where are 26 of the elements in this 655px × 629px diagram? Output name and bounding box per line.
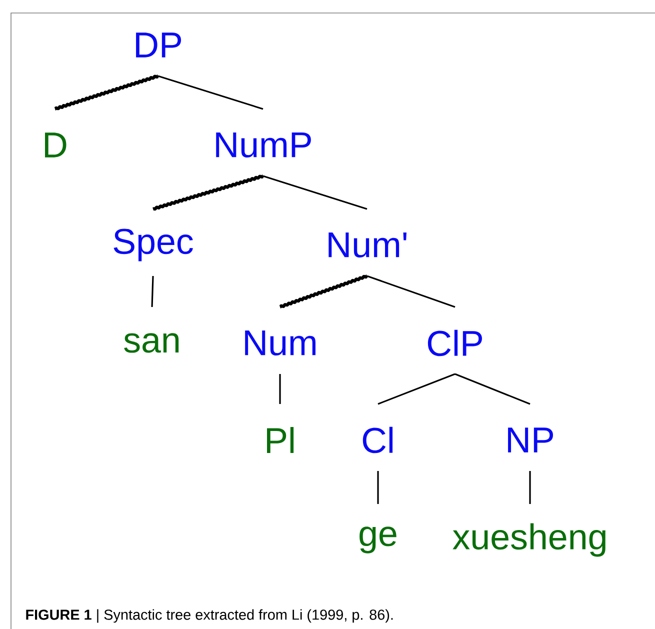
branch-line: [454, 373, 530, 405]
word-label: D: [45, 132, 66, 158]
branch-line: [377, 470, 379, 504]
word-label: ge: [360, 526, 396, 554]
branch-line: [53, 74, 160, 111]
branch-line: [278, 274, 368, 308]
branch-line: [529, 470, 531, 504]
word-label: Pl: [267, 427, 294, 453]
figure-caption: FIGURE 1 | Syntactic tree extracted from Li (1999, p. 86).: [26, 609, 393, 623]
phrase-label: Spec: [114, 228, 193, 262]
phrase-label: Num: [245, 330, 316, 356]
word-label: san: [124, 333, 179, 353]
branch-line: [151, 276, 154, 307]
branch-line: [366, 275, 456, 308]
phrase-label: Cl: [362, 426, 393, 454]
branch-line: [158, 75, 264, 110]
phrase-label: Num': [328, 232, 406, 258]
branch-line: [262, 175, 368, 210]
phrase-label: NumP: [216, 132, 311, 158]
branch-line: [378, 373, 456, 405]
word-label: xuesheng: [452, 523, 606, 557]
phrase-label: ClP: [428, 330, 482, 356]
branch-line: [279, 374, 281, 404]
branch-line: [152, 174, 264, 211]
phrase-label: NP: [508, 428, 554, 452]
phrase-label: DP: [136, 32, 182, 58]
